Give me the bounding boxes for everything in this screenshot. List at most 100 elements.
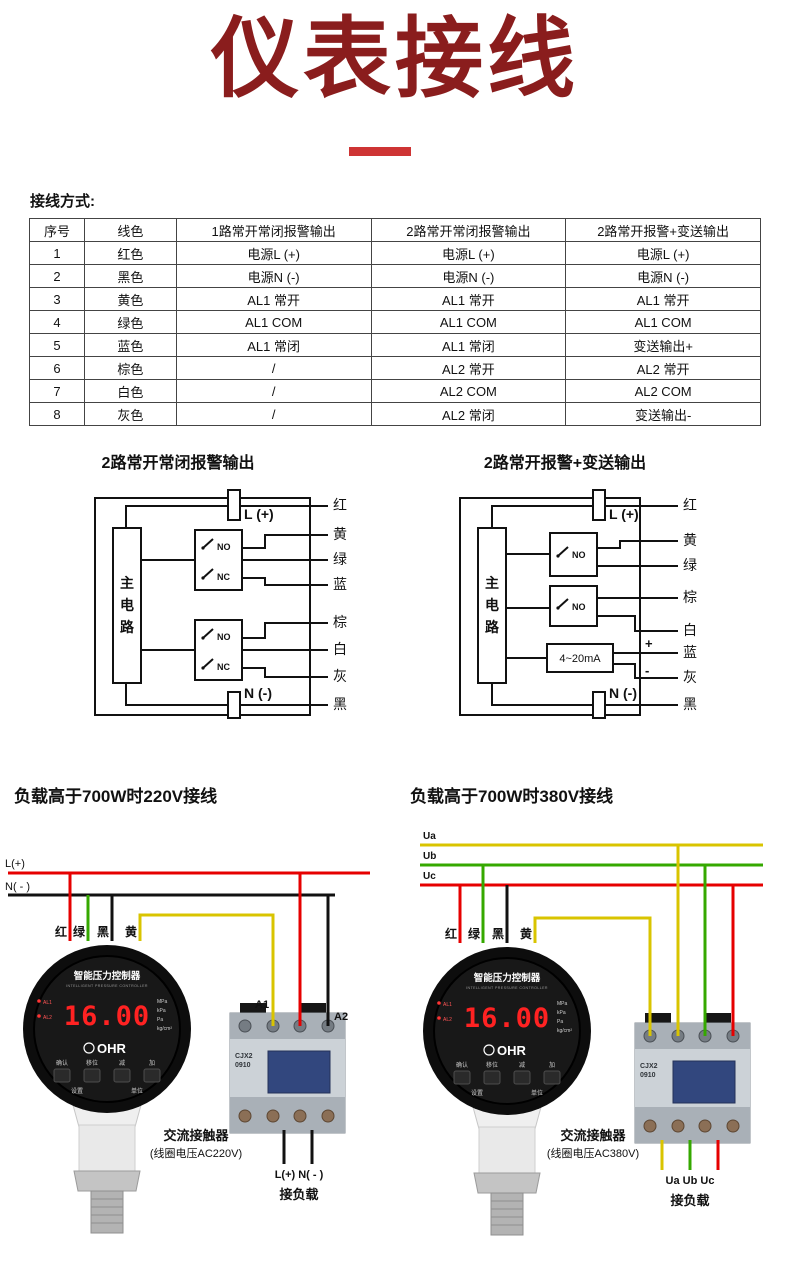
relay2-no-label: NO <box>217 632 231 642</box>
table-row: 1 红色 电源L (+) 电源L (+) 电源L (+) <box>29 241 761 265</box>
wire-label-black: 黑 <box>492 927 504 941</box>
wiring-method-label: 接线方式: <box>30 193 95 210</box>
a2-label: A2 <box>334 1011 348 1023</box>
key-label: 移位 <box>86 1059 98 1067</box>
cell: 电源L (+) <box>565 241 761 265</box>
wire-blue <box>242 577 328 586</box>
cell: 蓝色 <box>83 333 177 357</box>
screw-terminal <box>643 1119 657 1133</box>
cell: / <box>175 379 372 403</box>
col-header: 2路常开报警+变送输出 <box>565 218 761 242</box>
cell: AL2 COM <box>370 379 567 403</box>
relay1-nc-label: NC <box>217 572 230 582</box>
cell: 电源L (+) <box>175 241 372 265</box>
diagram-2no-transmitter: 2路常开报警+变送输出 主 电 路 NO NO 4~20mA <box>459 453 697 719</box>
main-circuit-char: 路 <box>485 619 500 635</box>
key-label: 加 <box>549 1061 555 1069</box>
contactor-coil: (线圈电压AC220V) <box>150 1146 242 1160</box>
scene-title: 负载高于700W时380V接线 <box>410 786 613 806</box>
wire-gray <box>613 663 678 679</box>
cell: AL2 COM <box>565 379 761 403</box>
n-terminal-label: N (-) <box>244 685 272 701</box>
thread-stud <box>490 1192 524 1236</box>
screw-terminal <box>293 1109 307 1123</box>
screw-terminal <box>266 1109 280 1123</box>
cell: AL1 常闭 <box>175 333 372 357</box>
contact-blade <box>202 538 214 549</box>
cell: 8 <box>29 402 85 426</box>
pressure-controller: 智能压力控制器 INTELLIGENT PRESSURE CONTROLLER … <box>23 945 191 1234</box>
wire-label: 绿 <box>333 551 347 567</box>
wire-label-yellow: 黄 <box>520 926 532 941</box>
screw-terminal <box>698 1119 712 1133</box>
relay1-no-label: NO <box>572 550 586 560</box>
cell: 灰色 <box>83 402 177 426</box>
diagram-2no-nc: 2路常开常闭报警输出 主 电 路 NO NC NO NC <box>94 453 347 719</box>
key-label: 减 <box>119 1059 125 1067</box>
relay2-box <box>549 585 598 627</box>
contact-blade <box>202 628 214 639</box>
contact-blade <box>557 546 569 557</box>
device-title-cn: 智能压力控制器 <box>74 970 141 982</box>
relay-diagrams-row: 2路常开常闭报警输出 主 电 路 NO NC NO NC <box>0 448 790 758</box>
wiring-table: 序号 线色 1路常开常闭报警输出 2路常开常闭报警输出 2路常开报警+变送输出 … <box>29 218 761 426</box>
cell: 白色 <box>83 379 177 403</box>
cell: 4 <box>29 310 85 334</box>
wire-yellow-run <box>138 913 275 1026</box>
cell: AL1 常开 <box>370 287 567 311</box>
brand-logo-icon <box>83 1042 95 1054</box>
alarm-led <box>37 999 41 1003</box>
contactor-model2: 0910 <box>235 1062 251 1069</box>
unit-label: MPa <box>157 999 168 1005</box>
contactor-coil: (线圈电压AC380V) <box>547 1146 639 1160</box>
brand-label: OHR <box>497 1043 527 1058</box>
internal-wire-n <box>491 683 593 706</box>
cell: AL1 常开 <box>175 287 372 311</box>
col-header: 1路常开常闭报警输出 <box>175 218 372 242</box>
key-label: 移位 <box>486 1061 498 1069</box>
cell: 6 <box>29 356 85 380</box>
cell: 电源N (-) <box>175 264 372 288</box>
n-terminal-label: N (-) <box>609 685 637 701</box>
cell: 2 <box>29 264 85 288</box>
minus-sign: - <box>645 663 649 678</box>
cell: 电源L (+) <box>370 241 567 265</box>
indicator-label: AL1 <box>443 1002 452 1008</box>
main-circuit-char: 电 <box>485 597 499 613</box>
contactor-module <box>672 1060 736 1104</box>
pressure-controller: 智能压力控制器 INTELLIGENT PRESSURE CONTROLLER … <box>423 947 591 1236</box>
screw-terminal <box>321 1109 335 1123</box>
l-terminal-label: L (+) <box>609 506 639 522</box>
enclosure <box>94 497 311 716</box>
load-label: 接负载 <box>670 1193 709 1208</box>
wire-label: 灰 <box>683 669 697 685</box>
scene-220v: 负载高于700W时220V接线 L(+) N( - ) CJX2 0910 <box>5 786 370 1234</box>
installation-scenes-row: 负载高于700W时220V接线 L(+) N( - ) CJX2 0910 <box>0 778 790 1266</box>
cell: 7 <box>29 379 85 403</box>
device-housing <box>78 1124 136 1172</box>
pressure-display: 16.00 <box>64 1001 150 1032</box>
device-button <box>543 1070 561 1085</box>
cell: 棕色 <box>83 356 177 380</box>
line-l-label: L(+) <box>5 858 25 870</box>
device-button <box>143 1068 161 1083</box>
wire-label-green: 绿 <box>73 924 86 939</box>
main-circuit-char: 电 <box>120 597 134 613</box>
pressure-display: 16.00 <box>464 1003 550 1034</box>
cell: AL2 常开 <box>565 356 761 380</box>
screw-terminal <box>238 1109 252 1123</box>
brand-logo-icon <box>483 1044 495 1056</box>
table-row: 3 黄色 AL1 常开 AL1 常开 AL1 常开 <box>29 287 761 311</box>
cell: AL1 常闭 <box>370 333 567 357</box>
diagram-title: 2路常开报警+变送输出 <box>484 453 646 472</box>
contact-blade <box>202 568 214 579</box>
load-label: 接负载 <box>279 1187 318 1202</box>
contactor-model: CJX2 <box>640 1063 658 1070</box>
phase-ub-label: Ub <box>423 851 436 862</box>
screw-terminal <box>238 1019 252 1033</box>
unit-label: kg/cm² <box>157 1026 172 1032</box>
table-row: 5 蓝色 AL1 常闭 AL1 常闭 变送输出+ <box>29 333 761 357</box>
load-terminals-label: Ua Ub Uc <box>666 1175 715 1187</box>
wire-label: 绿 <box>683 557 697 573</box>
unit-label: kPa <box>557 1010 566 1016</box>
